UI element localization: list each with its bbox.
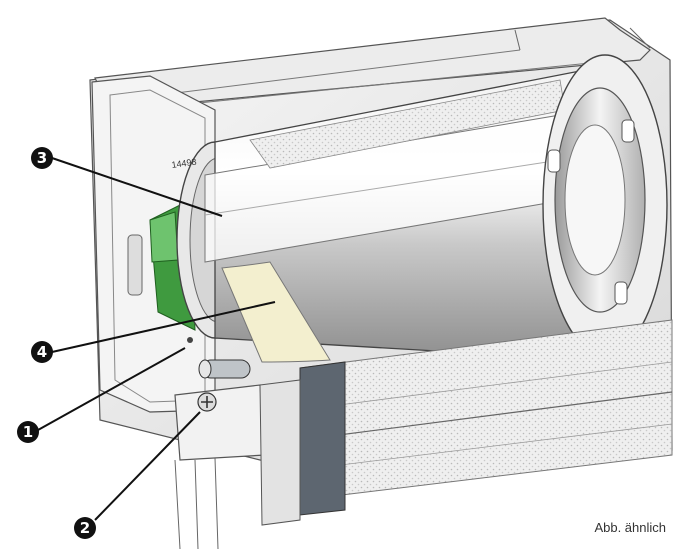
leader-line-2 bbox=[94, 411, 201, 521]
screw bbox=[197, 392, 217, 412]
leader-line-4 bbox=[51, 301, 276, 353]
figure-caption: Abb. ähnlich bbox=[594, 520, 666, 535]
leader-line-1 bbox=[37, 347, 186, 431]
part-number-text: 14498 bbox=[171, 157, 197, 170]
callout-1: 1 bbox=[17, 421, 39, 443]
callout-3: 3 bbox=[31, 147, 53, 169]
roller-drum bbox=[204, 69, 591, 363]
drum-right-end bbox=[542, 54, 668, 356]
mounting-bolt bbox=[187, 337, 251, 379]
guide-rail bbox=[174, 379, 301, 549]
leader-line-3 bbox=[51, 157, 223, 217]
leader-lines bbox=[37, 157, 276, 521]
callout-4: 4 bbox=[31, 341, 53, 363]
callout-2: 2 bbox=[74, 517, 96, 539]
